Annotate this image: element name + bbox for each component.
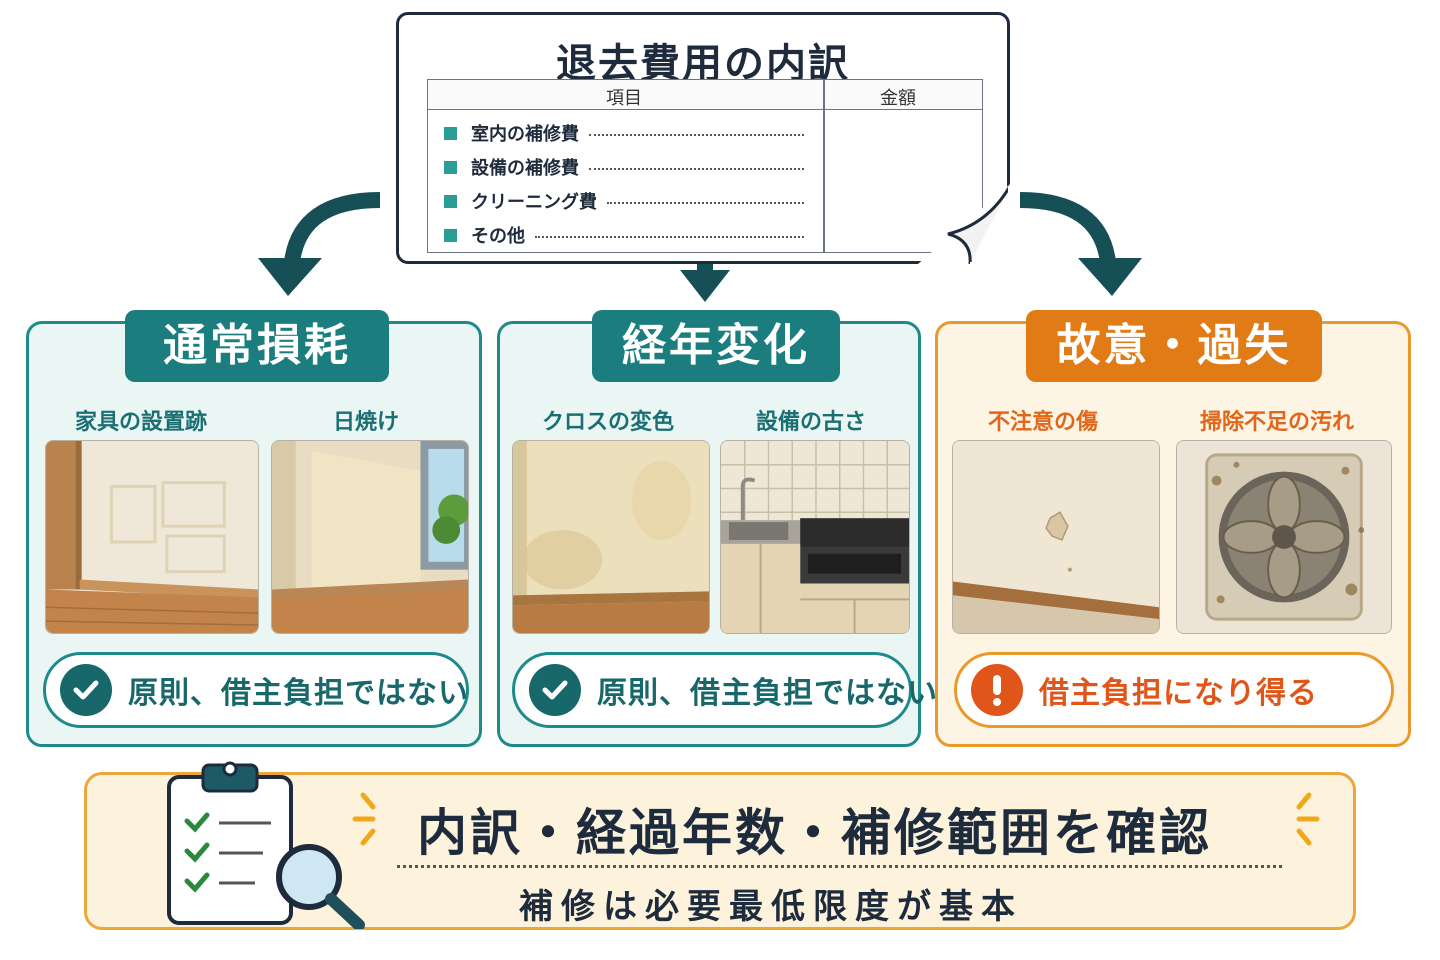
row-label: 室内の補修費	[471, 124, 579, 145]
bullet-square-icon	[444, 160, 457, 174]
old-kitchen-photo	[720, 440, 910, 634]
cost-breakdown-document: 退去費用の内訳 項目 金額 室内の補修費 設備の補修費 クリーニング費 その他	[396, 12, 1010, 264]
table-row: クリーニング費	[444, 188, 804, 214]
example-label: 掃除不足の汚れ	[1200, 410, 1355, 435]
exclamation-icon	[971, 664, 1023, 716]
dotted-leader	[589, 168, 804, 170]
page-curl-icon	[918, 184, 1010, 264]
table-row: 室内の補修費	[444, 120, 804, 146]
verdict-text: 借主負担になり得る	[1039, 676, 1318, 711]
arrow-right-head	[1078, 258, 1142, 296]
category-title: 故意・過失	[1026, 310, 1322, 382]
summary-banner: 内訳・経過年数・補修範囲を確認 補修は必要最低限度が基本	[84, 761, 1356, 930]
row-label: クリーニング費	[471, 192, 597, 213]
category-title: 経年変化	[592, 310, 840, 382]
example-label: 家具の設置跡	[75, 410, 208, 435]
verdict-text: 原則、借主負担ではない	[128, 676, 469, 711]
category-panel-normal-wear: 通常損耗 家具の設置跡 日焼け	[26, 310, 482, 747]
example-label: クロスの変色	[542, 410, 675, 435]
sparkle-icon	[352, 792, 376, 846]
dotted-leader	[535, 236, 804, 238]
bullet-square-icon	[444, 194, 457, 208]
bullet-square-icon	[444, 126, 457, 140]
check-icon	[529, 664, 581, 716]
table-header: 項目 金額	[428, 80, 982, 110]
furniture-marks-photo	[45, 440, 259, 634]
row-label: その他	[471, 226, 525, 247]
column-header-item: 項目	[606, 88, 642, 109]
check-icon	[60, 664, 112, 716]
arrow-left-head	[258, 258, 322, 296]
dotted-divider	[397, 865, 1282, 868]
dotted-leader	[607, 202, 804, 204]
arrow-left	[284, 192, 381, 264]
summary-heading: 内訳・経過年数・補修範囲を確認	[417, 804, 1212, 862]
table-row: その他	[444, 222, 804, 248]
arrow-right	[1019, 192, 1116, 264]
breakdown-table: 項目 金額 室内の補修費 設備の補修費 クリーニング費 その他	[427, 79, 983, 253]
bullet-square-icon	[444, 228, 457, 242]
column-header-amount: 金額	[880, 88, 916, 109]
clipboard-magnifier-icon	[167, 761, 365, 929]
example-label: 設備の古さ	[756, 410, 867, 435]
category-panel-intent-negligence: 故意・過失 不注意の傷 掃除不足の汚れ	[935, 310, 1411, 747]
wallpaper-discoloration-photo	[512, 440, 710, 634]
column-divider	[823, 80, 825, 252]
category-title: 通常損耗	[125, 310, 389, 382]
summary-subtext: 補修は必要最低限度が基本	[519, 887, 1023, 927]
sparkle-icon	[1296, 792, 1320, 846]
dirty-fan-photo	[1176, 440, 1392, 634]
row-label: 設備の補修費	[471, 158, 579, 179]
category-panel-aging: 経年変化 クロスの変色 設備の古さ	[497, 310, 937, 747]
verdict-pill: 原則、借主負担ではない	[43, 652, 469, 728]
wall-damage-photo	[952, 440, 1160, 634]
verdict-text: 原則、借主負担ではない	[597, 676, 938, 711]
table-row: 設備の補修費	[444, 154, 804, 180]
verdict-pill: 原則、借主負担ではない	[512, 652, 937, 728]
dotted-leader	[589, 134, 804, 136]
example-label: 不注意の傷	[988, 410, 1099, 435]
verdict-pill: 借主負担になり得る	[954, 652, 1394, 728]
example-label: 日焼け	[333, 410, 400, 435]
sun-fade-photo	[271, 440, 469, 634]
